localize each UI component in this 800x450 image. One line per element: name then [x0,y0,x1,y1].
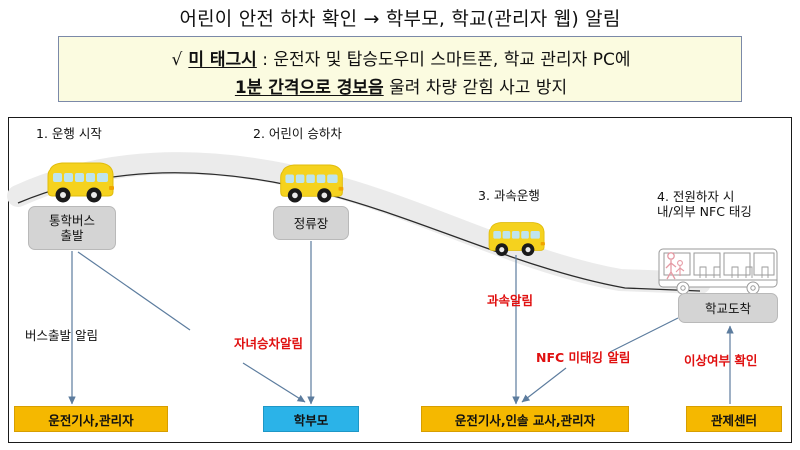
recipient-box-driver-teacher-manager: 운전기사,인솔 교사,관리자 [421,406,629,432]
label-anomaly-check: 이상여부 확인 [684,353,758,368]
label-child-boarding-alert: 자녀승차알림 [234,336,304,351]
page-title: 어린이 안전 하차 확인 → 학부모, 학교(관리자 웹) 알림 [179,8,621,30]
step-caption-2: 2. 어린이 승하차 [253,126,342,141]
note-emphasis-untagged: 미 태그시 [188,50,257,70]
note-line1-text: 운전자 및 탑승도우미 스마트폰, 학교 관리자 PC에 [273,50,631,70]
node-school-arrival: 학교도착 [678,293,778,323]
highlight-note-box: √미 태그시 : 운전자 및 탑승도우미 스마트폰, 학교 관리자 PC에 1분… [58,36,742,102]
node-bus-departure: 통학버스 출발 [28,206,116,250]
note-line-1: √미 태그시 : 운전자 및 탑승도우미 스마트폰, 학교 관리자 PC에 [59,45,743,70]
step-caption-3: 3. 과속운행 [478,188,540,203]
label-nfc-untagged-alert: NFC 미태깅 알림 [536,350,631,365]
label-speeding-alert: 과속알림 [487,293,534,308]
school-bus-icon-2 [280,164,344,203]
step-caption-4: 4. 전원하자 시 내/외부 NFC 태깅 [657,189,752,219]
school-bus-icon-3 [488,222,545,256]
recipient-box-control-center: 관제센터 [686,406,782,432]
recipient-box-driver-manager: 운전기사,관리자 [14,406,168,432]
check-mark-icon: √ [171,50,183,70]
step-caption-1: 1. 운행 시작 [36,126,102,141]
note-line-2: 1분 간격으로 경보음 울려 차량 갇힘 사고 방지 [59,73,743,98]
diagram-frame [8,117,792,443]
note-emphasis-interval: 1분 간격으로 경보음 [234,78,384,98]
node-bus-stop: 정류장 [273,206,349,240]
school-bus-icon-1 [47,162,114,203]
recipient-box-parent: 학부모 [263,406,359,432]
note-line2-text: 울려 차량 갇힘 사고 방지 [383,78,568,98]
note-separator: : [256,50,274,70]
label-bus-departure-alert: 버스출발 알림 [25,328,98,343]
